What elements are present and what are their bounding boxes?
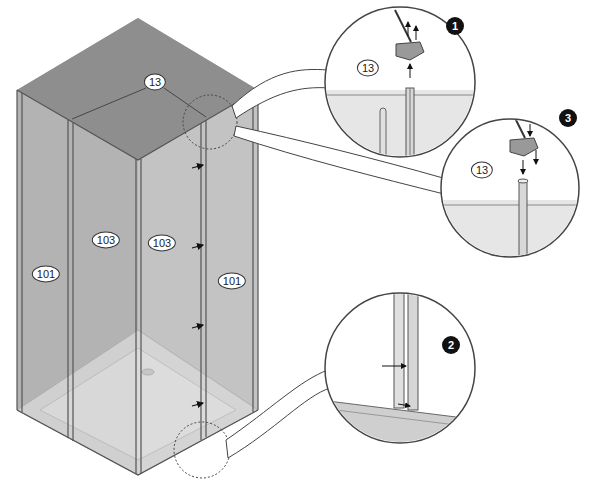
step-number: 2: [442, 336, 460, 354]
callout-number: 13: [357, 60, 379, 77]
callout-number: 13: [471, 162, 493, 179]
step-number: 1: [446, 17, 464, 35]
callout-number: 13: [144, 74, 166, 91]
step-number: 3: [559, 109, 577, 127]
